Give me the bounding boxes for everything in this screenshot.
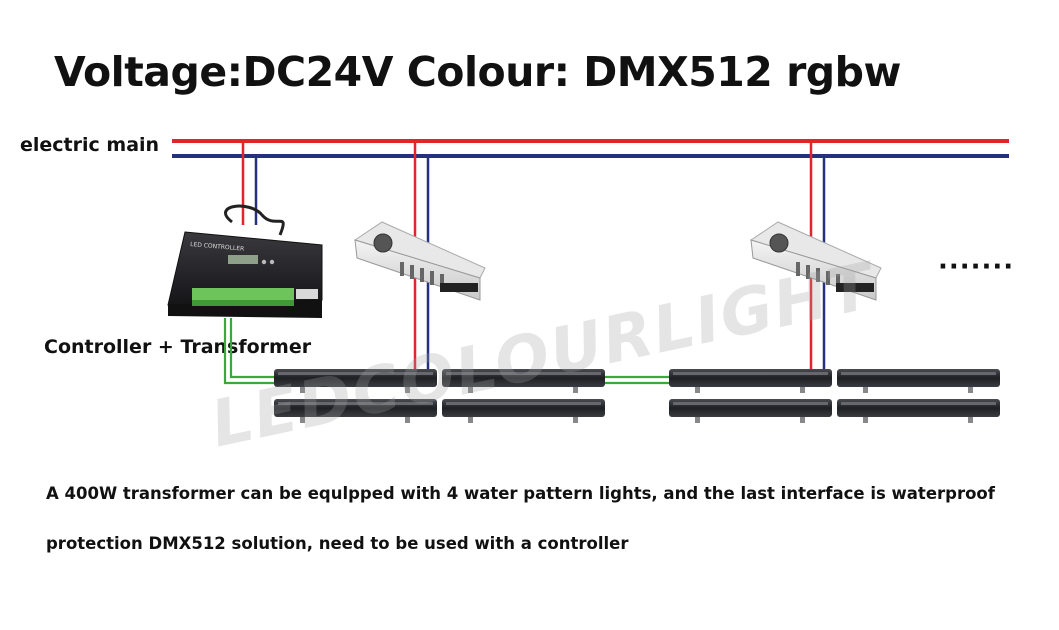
electric-main-bus	[172, 141, 1009, 156]
led-controller	[168, 206, 322, 318]
controller-network-ports	[296, 289, 318, 299]
lamp-group-2	[669, 369, 1000, 423]
continuation-dots: ·······	[938, 252, 1014, 282]
wall-washer-lamp	[837, 369, 1000, 393]
psu-fan-icon	[374, 234, 392, 252]
controller-button	[270, 260, 274, 264]
description-line-2: protection DMX512 solution, need to be u…	[46, 534, 628, 553]
wall-washer-lamp	[669, 399, 832, 423]
psu-terminal-strip	[440, 283, 478, 292]
wall-washer-lamp	[837, 399, 1000, 423]
power-supply-1	[355, 222, 485, 300]
wall-washer-lamp	[669, 369, 832, 393]
controller-power-cable	[226, 206, 284, 235]
controller-terminal-block	[192, 288, 294, 306]
controller-lcd-screen	[228, 255, 258, 264]
psu-fan-icon	[770, 234, 788, 252]
controller-button	[262, 260, 266, 264]
description-line-1: A 400W transformer can be equlpped with …	[46, 484, 995, 503]
